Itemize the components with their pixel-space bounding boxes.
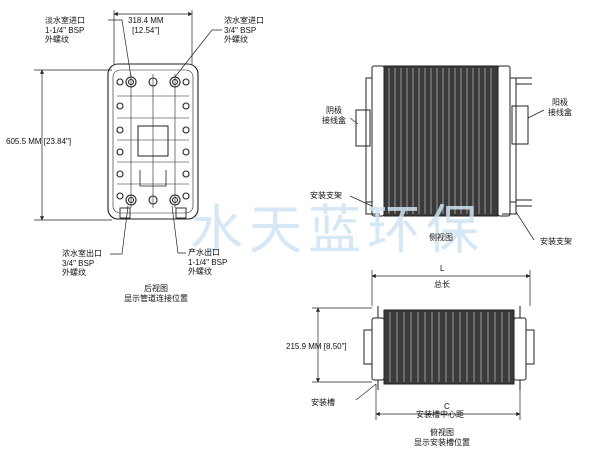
length-letter: L [440, 264, 445, 273]
rear-width-label: 318.4 MM [12.54"] [128, 16, 164, 35]
conc-outlet-label: 浓水室出口 3/4" BSP 外螺纹 [62, 249, 102, 277]
side-stack-ribs [388, 68, 492, 214]
length-text: 总长 [434, 280, 450, 289]
top-view-caption: 俯视图 显示安装槽位置 [414, 428, 470, 447]
side-view [349, 65, 545, 241]
top-stack-ribs [389, 312, 510, 382]
mount-bracket-right-label: 安装支架 [540, 237, 572, 246]
top-height-label: 215.9 MM [8.50"] [286, 342, 347, 351]
side-view-caption: 侧视图 [429, 233, 453, 242]
dilute-inlet-label: 淡水室进口 1-1/4" BSP 外螺纹 [45, 16, 85, 44]
c-letter: C [444, 402, 450, 411]
mount-bracket-left-label: 安装支架 [310, 191, 342, 200]
top-view [312, 270, 535, 420]
anode-box-label: 阳极 接线盒 [548, 98, 572, 117]
cathode-box-label: 阴极 接线盒 [322, 106, 346, 125]
product-outlet-label: 产水出口 1-1/4" BSP 外螺纹 [188, 248, 228, 276]
rear-view-caption: 后视图 显示管道连接位置 [124, 284, 188, 303]
conc-inlet-label: 浓水室进口 3/4" BSP 外螺纹 [224, 16, 264, 44]
rear-view [34, 10, 222, 255]
watermark-text: 水天蓝环保 [190, 200, 485, 261]
mount-slot-label: 安装槽 [311, 398, 335, 407]
rear-height-label: 605.5 MM [23.84"] [6, 137, 72, 146]
c-text: 安装槽中心距 [416, 410, 464, 419]
rear-plate [107, 63, 199, 220]
